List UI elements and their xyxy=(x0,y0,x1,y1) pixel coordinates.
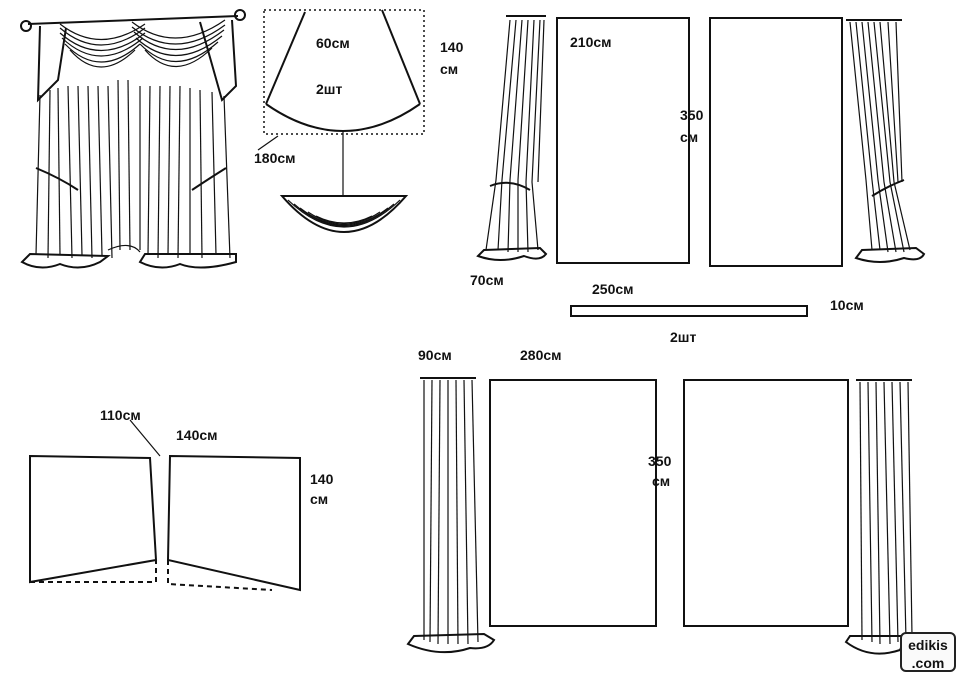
curtain-bottom-height-unit: см xyxy=(652,473,670,489)
curtain-panel-right xyxy=(709,17,843,267)
tieback-length-label: 250см xyxy=(592,281,634,297)
side-top-width-label: 110см xyxy=(100,407,141,423)
watermark-line-1: edikis xyxy=(908,637,948,653)
curtain-bottom-width-label: 280см xyxy=(520,347,562,363)
valance-count-label: 2шт xyxy=(316,81,342,97)
tieback-width-label: 10см xyxy=(830,297,864,313)
valance-bottom-width-label: 180см xyxy=(254,150,296,166)
valance-pattern: 60см 2шт 140 см 180см xyxy=(254,9,464,233)
valance-height-number: 140 xyxy=(440,39,464,55)
side-panel-width-label: 140см xyxy=(176,427,218,443)
top-curtain-pattern: 70см 210см 350 см 250см 10см 2шт xyxy=(470,15,926,345)
tieback-count-label: 2шт xyxy=(670,329,696,345)
bottom-curtain-pattern: 90см 280см 350 см xyxy=(406,347,913,655)
sheer-bottom-width-label: 90см xyxy=(418,347,452,363)
side-height-number: 140 xyxy=(310,471,334,487)
valance-height-unit: см xyxy=(440,61,458,77)
curtain-illustration xyxy=(20,9,246,269)
curtain-bottom-height-number: 350 xyxy=(648,453,672,469)
sheer-top-width-label: 70см xyxy=(470,272,504,288)
curtain-panel-left xyxy=(556,17,690,264)
valance-top-width-label: 60см xyxy=(316,35,350,51)
side-valance-pattern: 110см 140см 140 см xyxy=(29,407,334,592)
long-curtain-panel-left xyxy=(489,379,657,627)
curtain-top-height-number: 350 xyxy=(680,107,704,123)
curtain-top-height-unit: см xyxy=(680,129,698,145)
watermark-line-2: .com xyxy=(911,655,945,671)
tieback-strip xyxy=(570,305,808,317)
curtain-top-width-label: 210см xyxy=(570,34,612,50)
watermark-badge: edikis .com xyxy=(900,632,956,672)
side-height-unit: см xyxy=(310,491,328,507)
long-curtain-panel-right xyxy=(683,379,849,627)
